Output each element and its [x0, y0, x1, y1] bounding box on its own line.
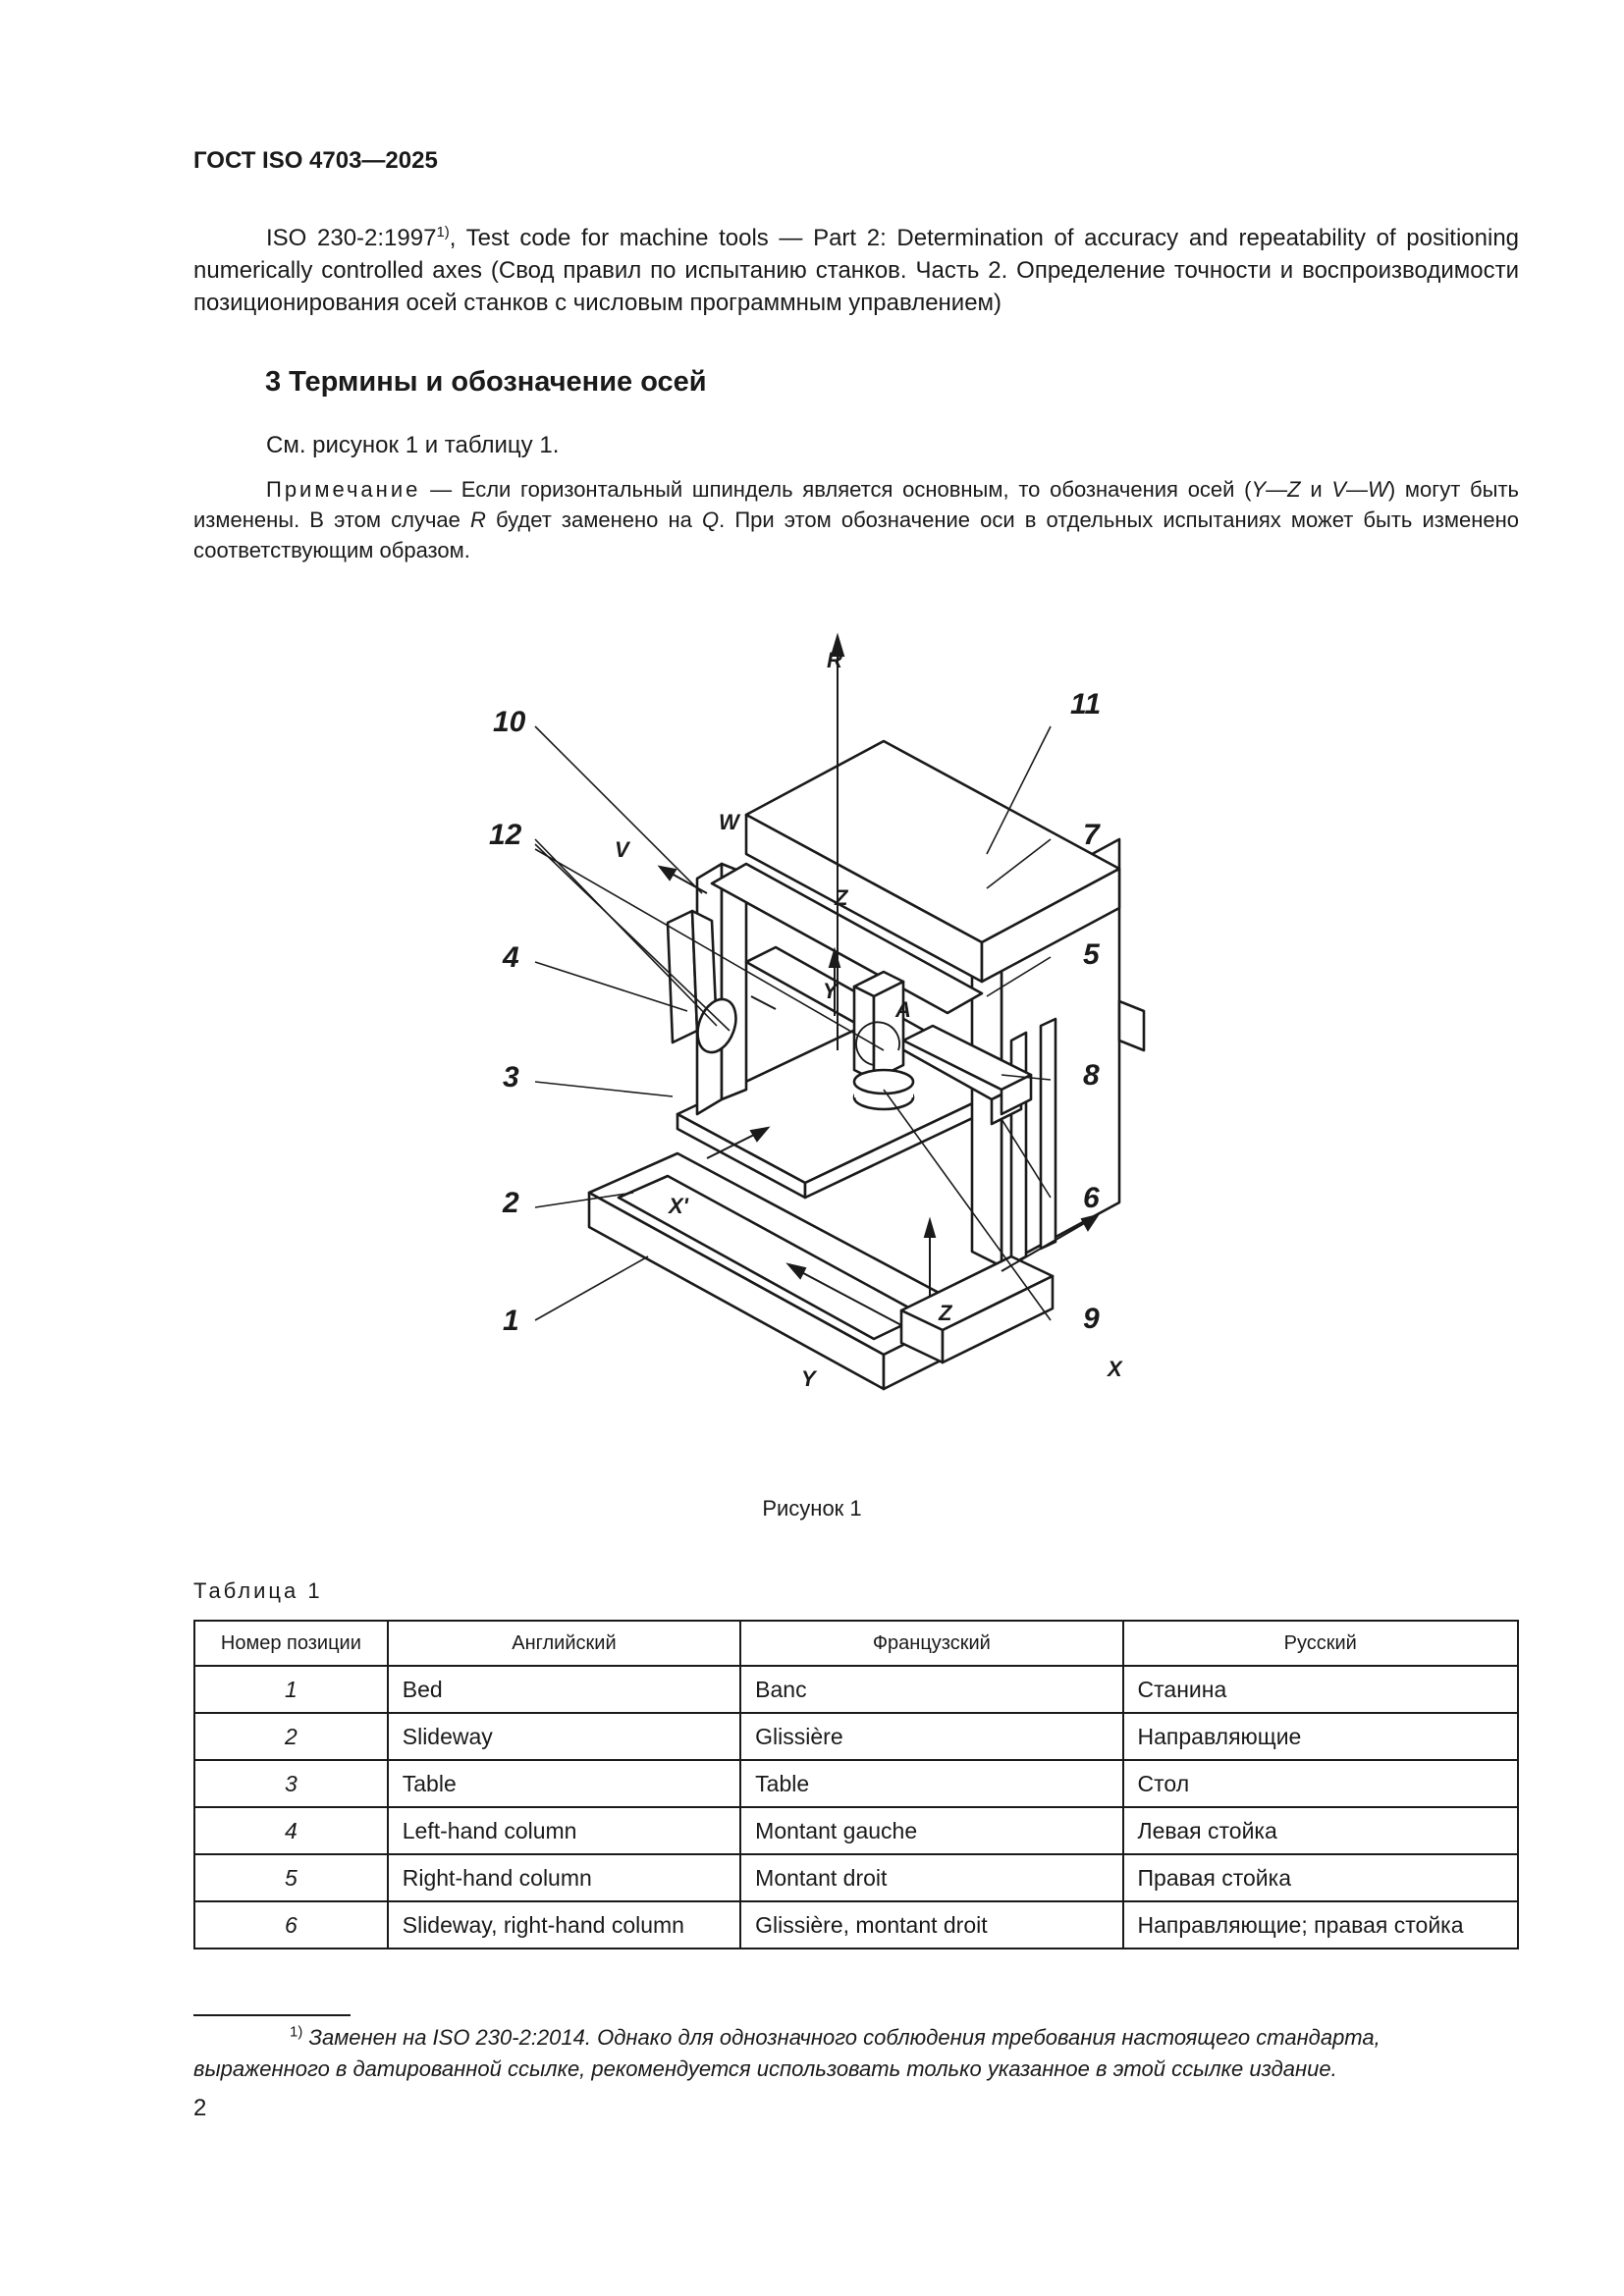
callout-12: 12: [489, 819, 522, 851]
table-row: 4 Left-hand column Montant gauche Левая …: [193, 1806, 1520, 1855]
callout-10: 10: [493, 706, 526, 738]
cell-russian: Направляющие: [1121, 1712, 1520, 1761]
cell-russian: Правая стойка: [1121, 1853, 1520, 1902]
callout-11: 11: [1070, 688, 1101, 721]
footnote-divider: [193, 2014, 351, 2016]
cell-french: Glissière, montant droit: [739, 1900, 1124, 1949]
cell-english: Left-hand column: [386, 1806, 742, 1855]
cell-french: Glissière: [739, 1712, 1124, 1761]
cell-russian: Станина: [1121, 1665, 1520, 1714]
header-french: Французский: [739, 1620, 1124, 1667]
table-row: 2 Slideway Glissière Направляющие: [193, 1712, 1520, 1761]
cell-num: 2: [193, 1712, 389, 1761]
reference-footnote-mark[interactable]: 1): [436, 224, 450, 240]
table-row: 6 Slideway, right-hand column Glissière,…: [193, 1900, 1520, 1949]
cell-num: 4: [193, 1806, 389, 1855]
note-label: Примечание: [266, 477, 421, 502]
cell-num: 6: [193, 1900, 389, 1949]
callout-6: 6: [1083, 1182, 1100, 1214]
axis-label-y: Y: [823, 979, 839, 1003]
section-title: 3 Термины и обозначение осей: [265, 366, 707, 398]
axis-label-v: V: [615, 837, 631, 862]
callout-7: 7: [1083, 819, 1101, 851]
cell-english: Bed: [386, 1665, 742, 1714]
footnote-text: Заменен на ISO 230-2:2014. Однако для од…: [193, 2025, 1380, 2081]
cell-french: Montant droit: [739, 1853, 1124, 1902]
terms-table: Номер позиции Английский Французский Рус…: [193, 1620, 1520, 1949]
page-number: 2: [193, 2095, 207, 2121]
table-row: 3 Table Table Стол: [193, 1759, 1520, 1808]
header-english: Английский: [386, 1620, 742, 1667]
cell-english: Table: [386, 1759, 742, 1808]
axis-label-r: R: [827, 648, 842, 672]
reference-code: ISO 230-2:1997: [266, 225, 437, 251]
ref-axis-label-y: Y: [801, 1366, 818, 1391]
cell-french: Montant gauche: [739, 1806, 1124, 1855]
table-row: 5 Right-hand column Montant droit Правая…: [193, 1853, 1520, 1902]
cell-english: Slideway: [386, 1712, 742, 1761]
figure-1-machine-drawing: 10 12 4 3 2 1 11 7 5 8 6 9 R V W Z Y A X…: [489, 632, 1146, 1391]
callout-8: 8: [1083, 1059, 1100, 1092]
callout-1: 1: [503, 1305, 519, 1337]
header-russian: Русский: [1121, 1620, 1520, 1667]
ref-axis-label-z: Z: [938, 1301, 953, 1325]
callout-5: 5: [1083, 938, 1101, 971]
cell-english: Right-hand column: [386, 1853, 742, 1902]
document-header: ГОСТ ISO 4703—2025: [193, 147, 438, 174]
table-row: 1 Bed Banc Станина: [193, 1665, 1520, 1714]
cell-num: 1: [193, 1665, 389, 1714]
callout-4: 4: [502, 941, 519, 974]
table-label: Таблица 1: [193, 1578, 323, 1603]
normative-reference: ISO 230-2:19971), Test code for machine …: [193, 222, 1519, 319]
cell-russian: Стол: [1121, 1759, 1520, 1808]
cell-english: Slideway, right-hand column: [386, 1900, 742, 1949]
cell-num: 3: [193, 1759, 389, 1808]
cell-french: Banc: [739, 1665, 1124, 1714]
axis-label-x-prime: X': [667, 1194, 689, 1218]
footnote-mark: 1): [290, 2023, 303, 2041]
section-intro: См. рисунок 1 и таблицу 1.: [266, 432, 560, 458]
note-paragraph: Примечание — Если горизонтальный шпиндел…: [193, 477, 1519, 562]
cell-french: Table: [739, 1759, 1124, 1808]
ref-axis-label-x: X: [1106, 1357, 1123, 1381]
cell-russian: Левая стойка: [1121, 1806, 1520, 1855]
figure-caption: Рисунок 1: [762, 1496, 862, 1521]
header-position-number: Номер позиции: [193, 1620, 389, 1667]
axis-label-a: A: [894, 997, 911, 1022]
cell-num: 5: [193, 1853, 389, 1902]
footnote: 1) Заменен на ISO 230-2:2014. Однако для…: [193, 2022, 1519, 2085]
cell-russian: Направляющие; правая стойка: [1121, 1900, 1520, 1949]
axis-label-z: Z: [834, 885, 849, 910]
callout-2: 2: [502, 1187, 519, 1219]
axis-label-w: W: [719, 810, 741, 834]
reference-text: , Test code for machine tools — Part 2: …: [193, 225, 1520, 316]
callout-9: 9: [1083, 1303, 1100, 1335]
table-header-row: Номер позиции Английский Французский Рус…: [193, 1620, 1520, 1667]
callout-3: 3: [503, 1061, 519, 1094]
